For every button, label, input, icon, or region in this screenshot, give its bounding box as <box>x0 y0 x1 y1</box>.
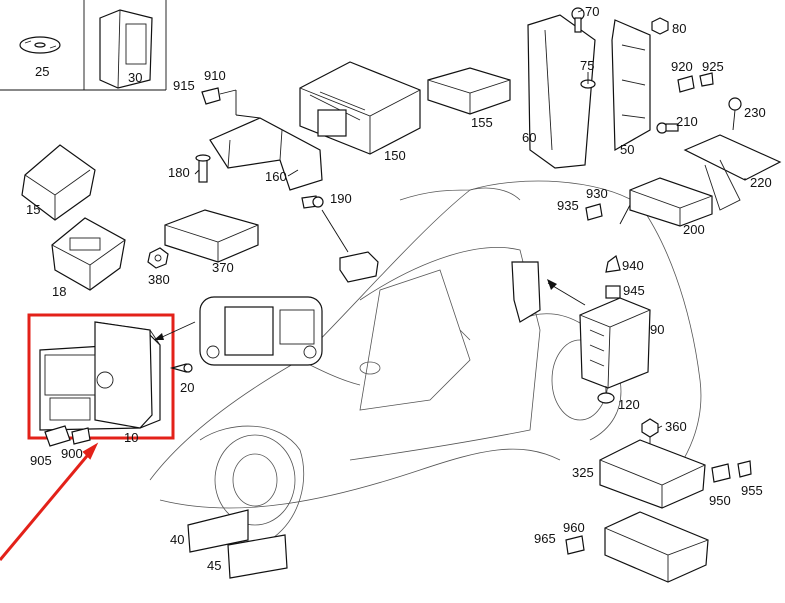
rack-part-50 <box>611 19 651 152</box>
connector-part-950-955 <box>711 460 752 483</box>
leader-lines <box>194 9 746 429</box>
callout-10: 10 <box>124 430 138 445</box>
callout-40: 40 <box>170 532 184 547</box>
callout-370: 370 <box>212 260 234 275</box>
nut-part-120 <box>597 386 615 404</box>
nut-part-80 <box>651 17 669 35</box>
unit-part-155 <box>427 67 511 115</box>
callout-150: 150 <box>384 148 406 163</box>
connector-part-940 <box>605 254 621 273</box>
callout-18: 18 <box>52 284 66 299</box>
control-unit-part-90 <box>579 297 651 389</box>
connector-part-930-935 <box>585 203 603 221</box>
callout-230: 230 <box>744 105 766 120</box>
callout-155: 155 <box>471 115 493 130</box>
callout-25: 25 <box>35 64 49 79</box>
callout-75: 75 <box>580 58 594 73</box>
module-part-15 <box>21 144 96 221</box>
top-left-box <box>0 0 167 91</box>
screw-part-230 <box>728 97 742 131</box>
connector-part-960-965 <box>565 535 585 555</box>
highlight-frame <box>27 313 175 440</box>
car-outline <box>149 180 702 541</box>
callout-940: 940 <box>622 258 644 273</box>
callout-325: 325 <box>572 465 594 480</box>
callout-20: 20 <box>180 380 194 395</box>
head-unit-part-10 <box>39 321 161 431</box>
callout-60: 60 <box>522 130 536 145</box>
box-part-370 <box>164 209 259 263</box>
gasket-part-45 <box>227 534 288 579</box>
callout-30: 30 <box>128 70 142 85</box>
callout-960: 960 <box>563 520 585 535</box>
callout-950: 950 <box>709 493 731 508</box>
callout-915: 915 <box>173 78 195 93</box>
callout-900: 900 <box>61 446 83 461</box>
bracket-part-60 <box>527 14 596 169</box>
callout-120: 120 <box>618 397 640 412</box>
mount-bracket <box>511 261 586 323</box>
screw-part-190 <box>301 195 324 209</box>
callout-360: 360 <box>665 419 687 434</box>
highlight-arrow-head <box>82 442 99 460</box>
callout-180: 180 <box>168 165 190 180</box>
connector-part-905-900 <box>44 425 91 447</box>
unit-part-200 <box>629 177 713 227</box>
screw-part-20 <box>169 363 193 373</box>
comand-display-unit <box>154 296 323 366</box>
bracket-part-220 <box>683 134 782 211</box>
callout-labels: 25 30 70 80 75 910 915 920 925 230 155 2… <box>26 4 772 573</box>
part-75 <box>580 72 596 89</box>
callout-905: 905 <box>30 453 52 468</box>
callout-90: 90 <box>650 322 664 337</box>
connector-part-920-925 <box>677 72 714 93</box>
callout-45: 45 <box>207 558 221 573</box>
callout-210: 210 <box>676 114 698 129</box>
module-part-18 <box>51 217 126 291</box>
manual-book-part-30 <box>99 9 153 89</box>
unit-part-325 <box>599 439 706 509</box>
callout-200: 200 <box>683 222 705 237</box>
callout-965: 965 <box>534 531 556 546</box>
callout-190: 190 <box>330 191 352 206</box>
callout-930: 930 <box>586 186 608 201</box>
callout-925: 925 <box>702 59 724 74</box>
callout-70: 70 <box>585 4 599 19</box>
callout-15: 15 <box>26 202 40 217</box>
amplifier-part-150 <box>299 61 421 155</box>
callout-945: 945 <box>623 283 645 298</box>
bolt-part-210 <box>656 122 679 134</box>
highlight-arrow <box>0 449 94 561</box>
small-connector-unit <box>321 209 379 283</box>
callout-380: 380 <box>148 272 170 287</box>
connector-part-945 <box>605 285 621 299</box>
screw-part-180 <box>195 154 211 183</box>
callout-80: 80 <box>672 21 686 36</box>
callout-955: 955 <box>741 483 763 498</box>
gasket-part-40 <box>187 509 249 553</box>
connector-part-910-915 <box>201 87 237 105</box>
cd-disc-part-25 <box>19 36 61 54</box>
callout-920: 920 <box>671 59 693 74</box>
nut-part-380 <box>147 247 169 269</box>
callout-910: 910 <box>204 68 226 83</box>
callout-50: 50 <box>620 142 634 157</box>
unit-bottom-right <box>604 511 709 583</box>
callout-935: 935 <box>557 198 579 213</box>
callout-160: 160 <box>265 169 287 184</box>
callout-220: 220 <box>750 175 772 190</box>
